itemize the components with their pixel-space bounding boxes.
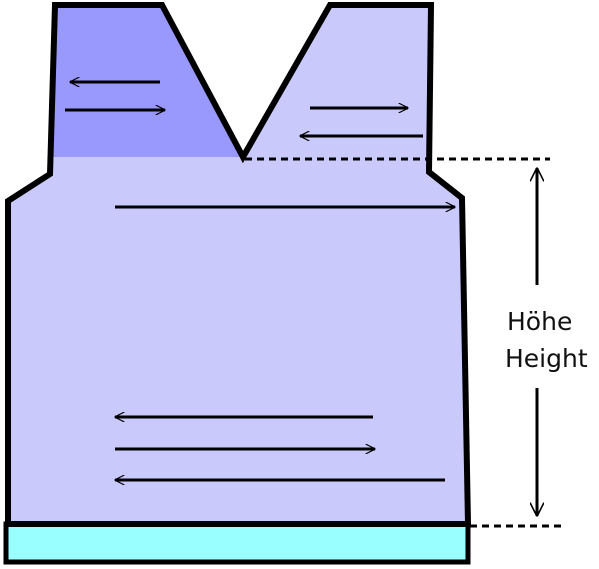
height-label-english: Height [505, 344, 588, 373]
garment-outline [5, 1, 472, 527]
height-label-german: Höhe [507, 307, 572, 336]
hem-band [3, 521, 471, 565]
